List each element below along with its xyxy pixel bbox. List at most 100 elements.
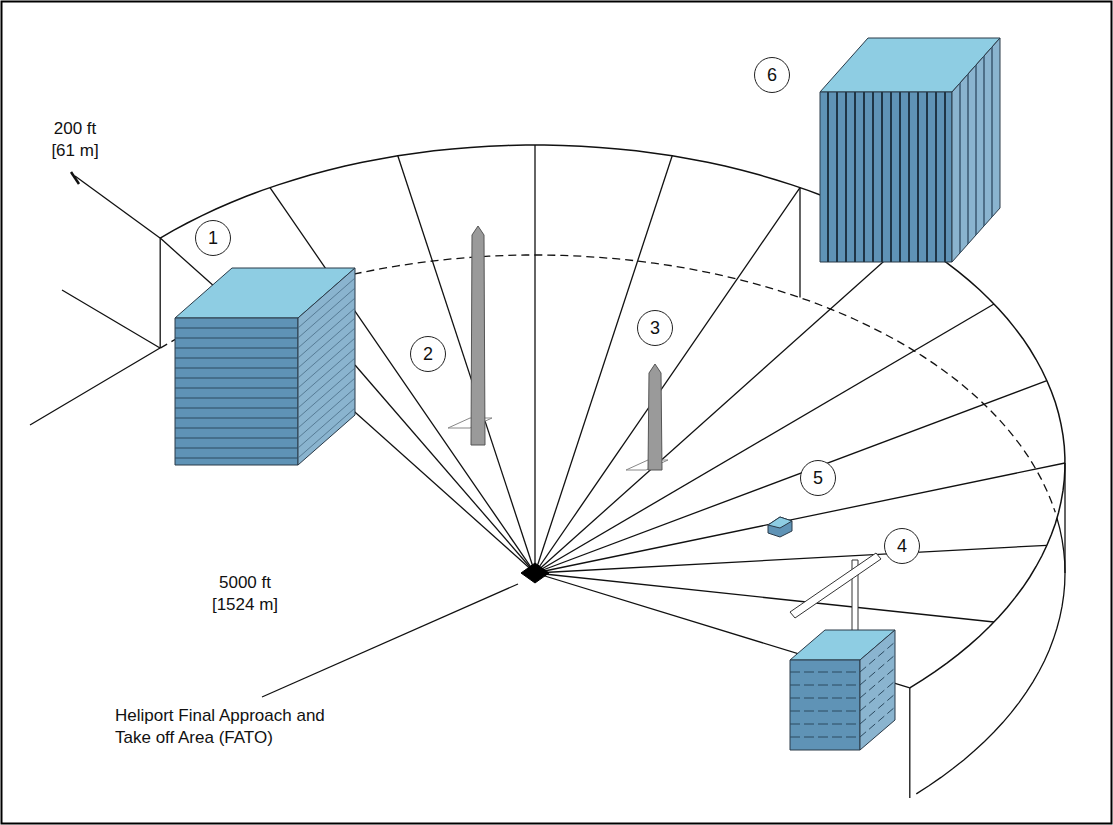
wall-edge	[160, 238, 161, 348]
ground-arc	[916, 518, 1065, 794]
facade-stripe	[298, 388, 355, 438]
facade-stripe	[298, 408, 355, 458]
building-front	[175, 318, 298, 465]
facade-stripe	[175, 408, 298, 409]
facade-stripe	[175, 358, 298, 359]
facade-stripe	[175, 458, 298, 459]
fato-label: Heliport Final Approach and Take off Are…	[115, 705, 343, 749]
callout-number: 4	[897, 537, 907, 555]
facade-stripe	[860, 655, 895, 685]
wall-edge	[799, 188, 800, 298]
callout-circle: 4	[884, 528, 920, 564]
facade-stripe	[790, 724, 860, 725]
crane-jib	[790, 553, 881, 618]
facade-stripe	[175, 418, 298, 419]
facade-stripe	[845, 92, 847, 262]
facade-stripe	[790, 737, 860, 738]
radial-line	[535, 188, 800, 573]
facade-stripe	[298, 348, 355, 398]
callout-number: 5	[813, 469, 823, 487]
facade-stripe	[872, 92, 874, 262]
radial-line	[398, 156, 535, 573]
facade-stripe	[860, 694, 895, 724]
facade-stripe	[917, 92, 919, 262]
building-front	[820, 92, 952, 262]
facade-stripe	[890, 92, 892, 262]
ground-arc-hidden	[160, 255, 1055, 512]
leader-line	[262, 584, 518, 697]
facade-stripe	[298, 318, 355, 368]
small-building-roof	[768, 517, 792, 528]
facade-stripe	[860, 642, 895, 672]
facade-stripe	[983, 56, 985, 226]
callout-number: 6	[767, 66, 777, 84]
facade-stripe	[860, 681, 895, 711]
tower-mast	[471, 226, 485, 445]
dimension-label: 200 ft [61 m]	[43, 118, 107, 162]
facade-stripe	[298, 398, 355, 448]
callout-number: 1	[208, 229, 218, 247]
dimension-tick	[71, 172, 79, 184]
facade-stripe	[935, 92, 937, 262]
callout-number: 2	[423, 345, 433, 363]
facade-stripe	[860, 707, 895, 737]
facade-stripe	[926, 92, 928, 262]
facade-stripe	[175, 438, 298, 439]
facade-stripe	[298, 378, 355, 428]
radial-line	[535, 381, 1047, 573]
facade-stripe	[790, 672, 860, 673]
facade-stripe	[175, 428, 298, 429]
extension-line	[30, 348, 160, 425]
facade-stripe	[991, 47, 993, 217]
facade-stripe	[175, 388, 298, 389]
facade-stripe	[827, 92, 829, 262]
facade-stripe	[298, 308, 355, 358]
facade-stripe	[967, 74, 969, 244]
building-side	[860, 630, 895, 750]
facade-stripe	[175, 338, 298, 339]
callout-circle: 2	[410, 336, 446, 372]
radial-line	[535, 304, 994, 573]
building-side	[952, 38, 1000, 262]
radial-line	[535, 156, 672, 573]
facade-stripe	[298, 278, 355, 328]
callout-circle: 5	[800, 460, 836, 496]
callout-number: 3	[650, 319, 660, 337]
facade-stripe	[298, 328, 355, 378]
callout-circle: 3	[637, 310, 673, 346]
wall-edge	[909, 688, 910, 798]
callout-circle: 6	[754, 57, 790, 93]
facade-stripe	[298, 338, 355, 388]
radial-line	[535, 573, 994, 622]
extension-line	[62, 290, 160, 348]
callout-circle: 1	[195, 220, 231, 256]
facade-stripe	[854, 92, 856, 262]
radial-line	[534, 145, 535, 573]
radial-line	[535, 238, 910, 573]
facade-stripe	[881, 92, 883, 262]
facade-stripe	[175, 378, 298, 379]
wall-edge	[1064, 463, 1065, 573]
facade-stripe	[298, 358, 355, 408]
building-front	[790, 660, 860, 750]
facade-stripe	[298, 288, 355, 338]
obstacles	[175, 38, 1000, 750]
building-side	[298, 268, 355, 465]
tower-mast	[648, 364, 662, 470]
facade-stripe	[175, 398, 298, 399]
facade-stripe	[959, 83, 961, 253]
dimension-label: 5000 ft [1524 m]	[203, 572, 287, 616]
facade-stripe	[975, 65, 977, 235]
facade-stripe	[944, 92, 946, 262]
facade-stripe	[790, 685, 860, 686]
facade-stripe	[899, 92, 901, 262]
facade-stripe	[298, 298, 355, 348]
radial-line	[355, 365, 535, 573]
facade-stripe	[790, 698, 860, 699]
facade-stripe	[908, 92, 910, 262]
facade-stripe	[790, 711, 860, 712]
radial-line	[270, 188, 535, 573]
